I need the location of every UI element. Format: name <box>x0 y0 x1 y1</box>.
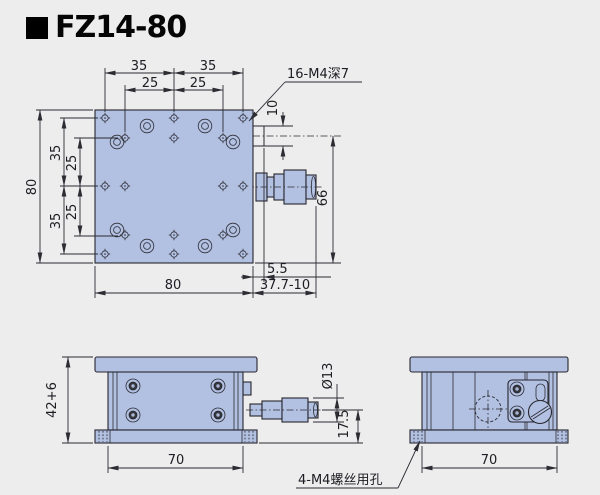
right-dimensions: 10 66 <box>255 100 341 264</box>
side-base <box>409 429 569 444</box>
base-holes-callout: 4-M4螺丝用孔 <box>296 440 421 489</box>
dim-top-25-left: 25 <box>142 76 159 91</box>
dim-knob-dia: Ø13 <box>321 363 336 390</box>
dim-axis-height: 17.5 <box>337 410 352 439</box>
dim-micrometer-reach: 37.7-10 <box>260 278 310 293</box>
side-top-flange <box>409 356 569 373</box>
stage-plate <box>94 109 254 264</box>
dim-front-width: 70 <box>168 453 185 468</box>
front-top-flange <box>94 356 258 373</box>
dim-left-35-upper: 35 <box>49 145 64 162</box>
side-dimensions: 70 <box>421 446 558 473</box>
front-view: 42+6 70 Ø13 17.5 <box>45 356 363 473</box>
dim-side-width: 70 <box>481 453 498 468</box>
dim-left-25-upper: 25 <box>65 155 80 172</box>
dim-left-25-lower: 25 <box>65 204 80 221</box>
label-mounting-holes: 16-M4深7 <box>287 67 349 82</box>
bottom-dimensions: 80 5.5 37.7-10 <box>94 148 331 298</box>
dim-top-35-left: 35 <box>131 59 148 74</box>
dim-right-66: 66 <box>316 190 331 207</box>
hidden-bore <box>469 390 507 428</box>
front-base <box>94 429 258 444</box>
front-dimensions: 42+6 70 Ø13 17.5 <box>45 356 363 473</box>
side-view: 70 4-M4螺丝用孔 <box>296 356 569 489</box>
lock-knob <box>527 399 553 425</box>
dim-tab-10: 10 <box>266 100 281 117</box>
dim-top-35-right: 35 <box>200 59 217 74</box>
micrometer-top <box>247 169 322 205</box>
micrometer-front <box>246 397 330 423</box>
dim-tab-offset: 5.5 <box>267 262 288 277</box>
top-dimensions: 35 35 25 25 <box>104 59 244 132</box>
dim-bottom-80: 80 <box>165 278 182 293</box>
title-bar: FZ14-80 <box>26 10 187 45</box>
dim-top-25-right: 25 <box>190 76 207 91</box>
dim-left-80: 80 <box>25 179 40 196</box>
dim-front-height: 42+6 <box>45 382 60 418</box>
label-base-holes: 4-M4螺丝用孔 <box>298 473 382 488</box>
title-marker <box>26 16 48 39</box>
left-dimensions: 80 35 35 25 25 <box>25 109 118 264</box>
top-view: 35 35 25 25 80 35 35 <box>25 59 362 298</box>
dim-left-35-lower: 35 <box>49 213 64 230</box>
front-side-lug <box>242 381 252 396</box>
page-title: FZ14-80 <box>55 10 187 45</box>
mounting-holes-callout: 16-M4深7 <box>248 67 362 122</box>
